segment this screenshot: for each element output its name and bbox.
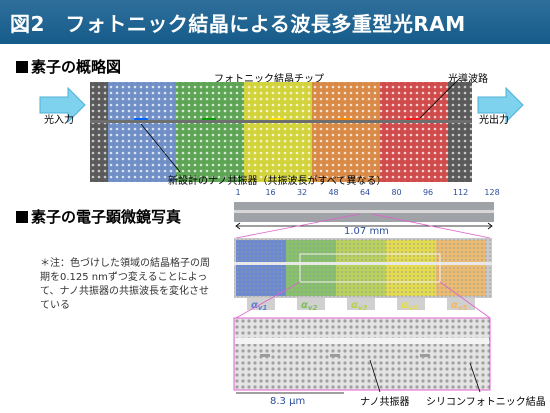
alpha-box-4 [397,298,425,310]
nanocavity-label: ナノ共振器 [360,397,410,408]
zoom-line2-left [235,281,301,319]
output-label: 光出力 [479,115,509,126]
sem-zoom-holes [234,318,490,390]
sem-colored-holes [234,238,492,298]
waveguide-leader-line [419,78,461,119]
crystal-label: シリコンフォトニック結晶 [426,397,546,408]
ruler-tick-label: 128 [484,188,500,197]
section2-heading-text: 素子の電子顕微鏡写真 [31,208,182,226]
scale-arrow-right-icon [487,222,493,230]
scale2-label: 8.3 μm [270,396,306,407]
alpha-sub-5: v5 [458,304,468,312]
chip-band-holes-2 [176,82,244,182]
alpha-sub-2: v2 [308,304,318,312]
ruler-tick-label: 16 [265,188,276,197]
zoom-box [299,253,441,283]
alpha-box-3 [347,298,375,310]
chip-band-holes-5 [380,82,448,182]
ruler-ticks: 1 16 32 48 64 80 96 112 128 [235,188,500,198]
chip-band-holes-1 [108,82,176,182]
crystal-leader [469,362,481,393]
scale-arrow-left-icon [235,222,241,230]
schematic-diagram [39,78,524,182]
ruler-tick-label: 80 [391,188,402,197]
zoom-line2-right [439,281,491,319]
footnote: ＊注：色づけした領域の結晶格子の周期を0.125 nmずつ変えることによって、ナ… [40,258,210,311]
input-arrow-icon [39,86,86,124]
ruler-tick-label: 1 [235,188,241,197]
ruler-tick-label: 96 [422,188,434,197]
ruler-tick-label: 64 [359,188,371,197]
nanocavity-leader [369,359,381,393]
section1-heading: 素子の概略図 [16,56,121,77]
chip-label: フォトニック結晶チップ [214,74,324,85]
alpha-sub-4: v4 [408,304,418,312]
cavity-mark-3 [420,354,430,357]
cavity-mark-1 [260,354,270,357]
section1-heading-text: 素子の概略図 [31,58,122,76]
chip-strip-waveguide [234,210,494,213]
alpha-box-5 [447,298,475,310]
waveguide-label: 光導波路 [448,74,488,85]
scale1-label: 1.07 mm [344,226,389,237]
square-bullet-icon [16,61,28,73]
sem-zoom-waveguide [235,338,489,344]
zoom-line-right [371,213,491,239]
title-bar [0,0,550,44]
alpha-sub-1: v1 [258,304,268,312]
alpha-box-2 [297,298,325,310]
waveguide-line [90,120,472,123]
cavity-mark-2 [330,354,340,357]
chip-bands [108,82,448,182]
zoom-line-left [235,213,361,239]
input-label: 光入力 [44,115,74,126]
resonator-leader-line [140,123,181,173]
ruler-tick-label: 32 [296,188,308,197]
section2-heading: 素子の電子顕微鏡写真 [16,206,181,227]
ruler-tick-label: 112 [452,188,469,197]
alpha-sub-3: v3 [358,304,368,312]
ruler-tick-label: 48 [328,188,339,197]
resonator-label: 新設計のナノ共振器（共振波長がすべて異なる） [168,176,387,187]
chip-band-holes-4 [312,82,380,182]
figure-title: 図2 フォトニック結晶による波長多重型光RAM [10,12,466,36]
output-arrow-icon [477,86,524,124]
sem-waveguide [234,262,492,265]
chip-band-holes-3 [244,82,312,182]
square-bullet-icon [16,211,28,223]
